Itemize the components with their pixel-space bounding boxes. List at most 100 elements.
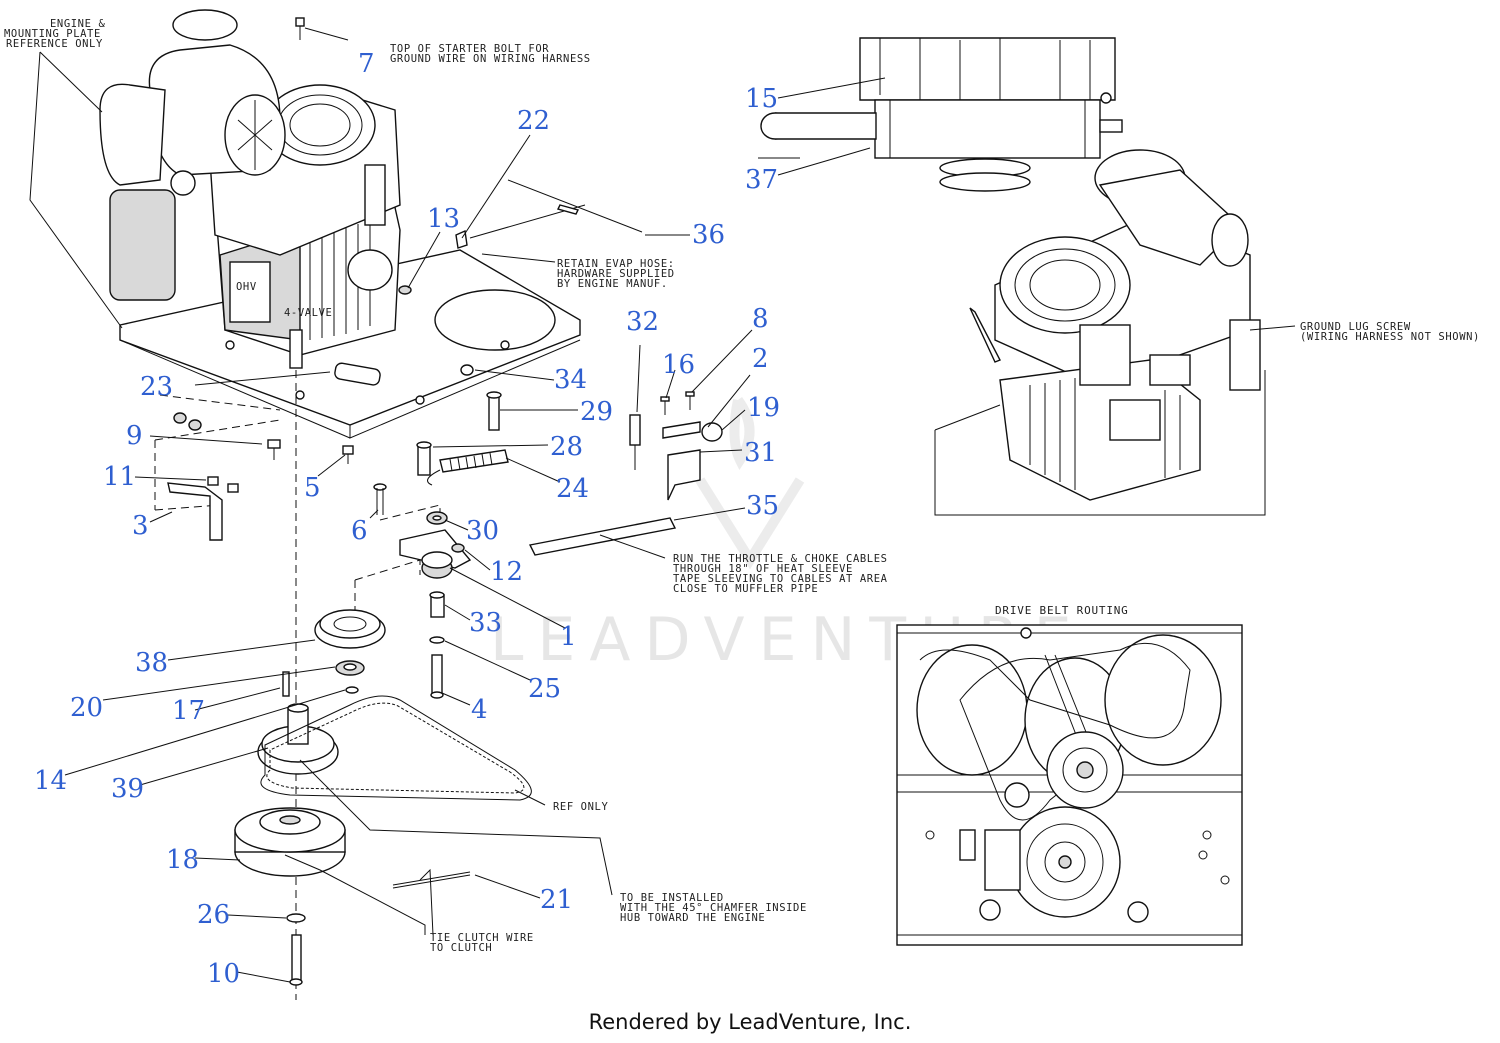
throttle-note-line1: RUN THE THROTTLE & CHOKE CABLES (673, 553, 888, 565)
callout-22: 22 (517, 106, 550, 136)
callout-6: 6 (351, 516, 368, 546)
part-17-key (282, 671, 290, 697)
callout-18: 18 (166, 845, 199, 875)
footer-credit: Rendered by LeadVenture, Inc. (588, 1010, 912, 1034)
chamfer-note-line1: TO BE INSTALLED (620, 892, 724, 904)
callout-numbers: 7 22 36 13 23 34 9 11 3 5 6 29 28 24 30 … (34, 49, 780, 989)
part-12-nut (451, 543, 465, 553)
part-34-pivot (460, 364, 474, 376)
callout-7: 7 (358, 49, 375, 79)
throttle-note-line4: CLOSE TO MUFFLER PIPE (673, 583, 818, 595)
part-36-rod (469, 179, 643, 239)
tie-clutch-note-line1: TIE CLUTCH WIRE (430, 932, 534, 944)
callout-17: 17 (172, 696, 205, 726)
drive-belt-routing-title: DRIVE BELT ROUTING (995, 604, 1129, 617)
muffler-inset (760, 37, 1123, 192)
callout-19: 19 (747, 393, 780, 423)
part-9-bolt (267, 439, 281, 460)
part-25-washer (429, 636, 445, 644)
part-29-pin (486, 391, 502, 431)
part-26-washer (286, 913, 306, 923)
callout-30: 30 (466, 516, 499, 546)
part-35-heat-sleeve (528, 517, 677, 556)
callout-33: 33 (469, 608, 502, 638)
part-30-bearing (426, 511, 448, 525)
throttle-note-line3: TAPE SLEEVING TO CABLES AT AREA (673, 573, 888, 585)
chamfer-note-line2: WITH THE 45° CHAMFER INSIDE (620, 902, 807, 914)
starter-bolt-note-line1: TOP OF STARTER BOLT FOR (390, 43, 549, 55)
part-31-throttle-bracket (667, 449, 701, 501)
engine-detail-inset (934, 149, 1296, 516)
watermark-logo (695, 397, 805, 570)
throttle-note-leader (599, 534, 666, 559)
callout-11: 11 (103, 462, 136, 492)
callout-21: 21 (540, 885, 573, 915)
part-5-bolt (342, 445, 354, 464)
callout-5: 5 (304, 473, 321, 503)
part-3-bracket (167, 482, 223, 541)
tie-clutch-note-line2: TO CLUTCH (430, 942, 492, 954)
part-10-bolt (289, 934, 303, 986)
part-belt-ref (260, 695, 532, 801)
part-23-nut (173, 412, 202, 431)
callout-14: 14 (34, 766, 67, 796)
callout-10: 10 (207, 959, 240, 989)
ground-lug-note-line1: GROUND LUG SCREW (1300, 321, 1411, 333)
part-21-tie (392, 871, 471, 889)
part-38-pulley (314, 609, 386, 649)
engine: OHV 4-VALVE (99, 9, 401, 369)
part-14-washer (345, 686, 359, 694)
part-20-bearing (335, 660, 365, 676)
callout-25: 25 (528, 674, 561, 704)
callout-26: 26 (197, 900, 230, 930)
part-1-idler-arm (399, 529, 472, 579)
callout-20: 20 (70, 693, 103, 723)
callout-29: 29 (580, 397, 613, 427)
callout-1: 1 (560, 622, 577, 652)
leader-15 (777, 77, 886, 99)
callout-15: 15 (745, 84, 778, 114)
callout-37: 37 (745, 165, 778, 195)
callout-34: 34 (554, 365, 587, 395)
callout-12: 12 (490, 557, 523, 587)
engine-valve-label: 4-VALVE (284, 307, 332, 319)
callout-32: 32 (626, 307, 659, 337)
drive-belt-routing-inset (896, 624, 1243, 946)
callout-24: 24 (556, 474, 589, 504)
leader-37 (777, 147, 871, 176)
callout-35: 35 (746, 491, 779, 521)
part-6-pin (373, 483, 387, 515)
evap-note-line2: HARDWARE SUPPLIED (557, 268, 675, 280)
callout-28: 28 (550, 432, 583, 462)
engine-reference-note-line1: ENGINE & (50, 18, 105, 30)
chamfer-note-line3: HUB TOWARD THE ENGINE (620, 912, 765, 924)
part-33-spacer (429, 591, 445, 618)
throttle-note-line2: THROUGH 18" OF HEAT SLEEVE (673, 563, 853, 575)
engine-reference-leader (29, 51, 123, 329)
part-28-bolt (416, 441, 432, 476)
callout-8: 8 (752, 304, 769, 334)
part-11-bolts (207, 476, 239, 493)
part-16-screw (660, 396, 670, 415)
callout-38: 38 (135, 648, 168, 678)
callout-9: 9 (126, 421, 143, 451)
part-32-bolt (629, 414, 641, 470)
part-4-bolt (430, 654, 444, 699)
callout-2: 2 (752, 344, 769, 374)
part-18-clutch (234, 807, 346, 877)
engine-ohv-label: OHV (236, 281, 257, 293)
engine-reference-note-line3: REFERENCE ONLY (6, 38, 103, 50)
ground-lug-note-line2: (WIRING HARNESS NOT SHOWN) (1300, 331, 1480, 343)
part-7-bolt (295, 17, 305, 40)
callout-16: 16 (662, 350, 695, 380)
evap-note-line3: BY ENGINE MANUF. (557, 278, 668, 290)
callout-3: 3 (132, 511, 149, 541)
part-19-knob (701, 422, 723, 442)
part-8-screw (685, 391, 695, 410)
callout-23: 23 (140, 372, 173, 402)
callout-39: 39 (111, 774, 144, 804)
part-39-engine-pulley (257, 703, 339, 775)
callout-36: 36 (692, 220, 725, 250)
starter-bolt-note-line2: GROUND WIRE ON WIRING HARNESS (390, 53, 591, 65)
part-2-plate (662, 421, 701, 439)
